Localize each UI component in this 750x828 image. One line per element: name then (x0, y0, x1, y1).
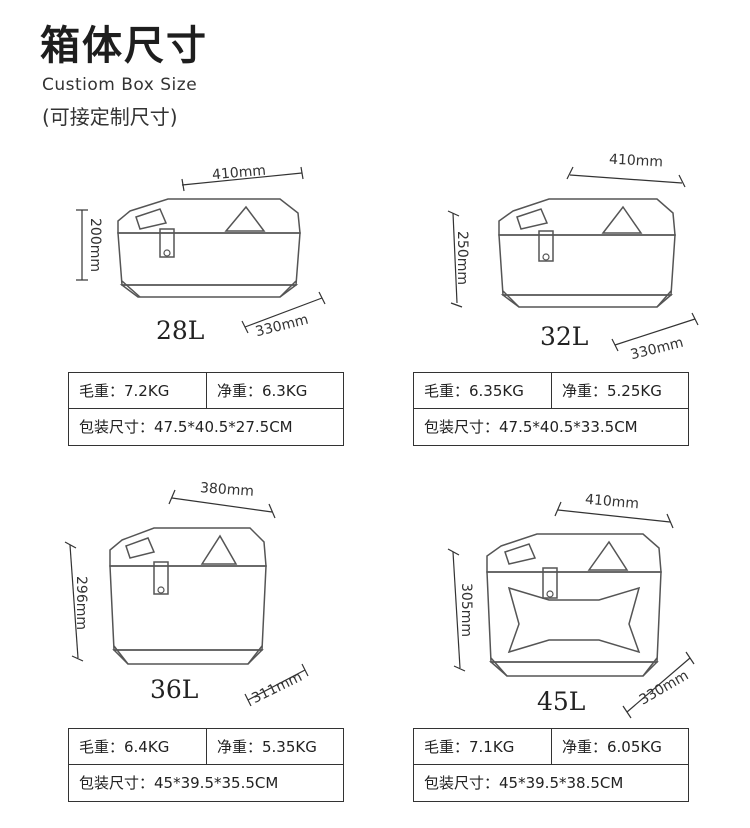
box-28l-panel: 410mm 200mm 330mm 28L (60, 155, 380, 485)
gross-weight: 毛重：7.2KG (69, 373, 207, 409)
dimension-lines (60, 155, 380, 355)
gross-weight: 毛重：6.35KG (414, 373, 552, 409)
box-28l-spec-table: 毛重：7.2KG 净重：6.3KG 包装尺寸：47.5*40.5*27.5CM (68, 372, 344, 446)
box-45l-panel: 410mm 305mm 330mm 45L (415, 480, 735, 810)
net-weight: 净重：6.3KG (217, 382, 308, 400)
page-subtitle: Custiom Box Size (42, 75, 198, 95)
net-weight: 净重：6.05KG (562, 738, 662, 756)
page-title: 箱体尺寸 (40, 23, 208, 69)
box-32l-panel: 410mm 250mm 330mm 32L (415, 151, 735, 485)
capacity-label: 32L (540, 322, 589, 351)
net-weight: 净重：5.35KG (217, 738, 317, 756)
gross-weight: 毛重：6.4KG (69, 729, 207, 765)
package-size: 包装尺寸：47.5*40.5*27.5CM (79, 418, 293, 436)
height-dimension: 200mm (87, 218, 103, 272)
net-weight: 净重：5.25KG (562, 382, 662, 400)
capacity-label: 28L (156, 316, 205, 345)
box-45l-spec-table: 毛重：7.1KG 净重：6.05KG 包装尺寸：45*39.5*38.5CM (413, 728, 689, 802)
dimension-lines (60, 480, 380, 710)
package-size: 包装尺寸：45*39.5*35.5CM (79, 774, 279, 792)
dimension-lines (415, 155, 735, 365)
height-dimension: 296mm (73, 576, 89, 630)
box-32l-spec-table: 毛重：6.35KG 净重：5.25KG 包装尺寸：47.5*40.5*33.5C… (413, 372, 689, 446)
width-dimension: 410mm (608, 151, 664, 171)
capacity-label: 36L (150, 675, 199, 704)
height-dimension: 250mm (454, 231, 470, 285)
dimension-lines (415, 480, 735, 720)
top-box-drawing (108, 193, 308, 305)
capacity-label: 45L (537, 687, 586, 716)
gross-weight: 毛重：7.1KG (414, 729, 552, 765)
top-box-drawing (491, 193, 681, 315)
box-36l-spec-table: 毛重：6.4KG 净重：5.35KG 包装尺寸：45*39.5*35.5CM (68, 728, 344, 802)
custom-size-note: (可接定制尺寸) (42, 105, 178, 129)
top-box-drawing (479, 528, 669, 684)
box-36l-panel: 380mm 296mm 311mm 36L (60, 480, 380, 810)
top-box-drawing (102, 522, 272, 672)
package-size: 包装尺寸：45*39.5*38.5CM (424, 774, 624, 792)
height-dimension: 305mm (458, 583, 474, 637)
package-size: 包装尺寸：47.5*40.5*33.5CM (424, 418, 638, 436)
